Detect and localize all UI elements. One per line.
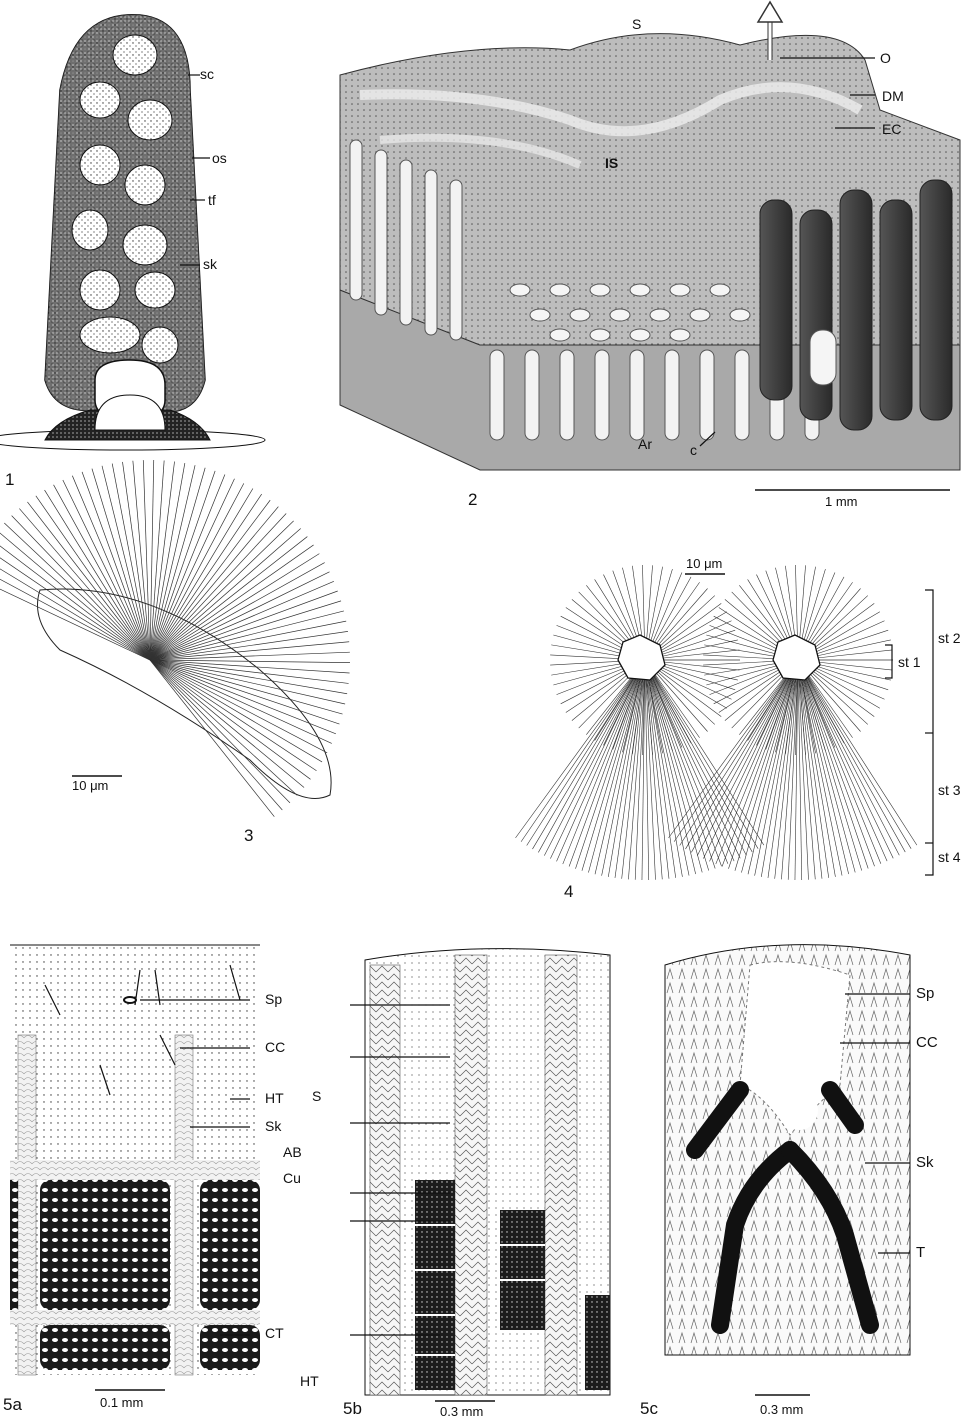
label-Ar: Ar (638, 436, 652, 452)
stage-st4: st 4 (938, 849, 961, 865)
label-sc: sc (200, 66, 214, 82)
fibre-line (645, 660, 715, 869)
panel-number-4: 4 (564, 882, 573, 902)
label-S: S (632, 16, 641, 32)
scale-label-10um-4: 10 μm (686, 556, 722, 571)
scale-label-5c: 0.3 mm (760, 1402, 803, 1417)
label-tf: tf (208, 192, 216, 208)
fibre-line (703, 660, 798, 859)
figure-panel-5b: 5b 0.3 mm (340, 925, 630, 1427)
fibre-line (798, 660, 917, 845)
label-HT-5a: HT (265, 1090, 284, 1106)
fibre-line (602, 660, 645, 876)
figure-panel-3: 10 μm 3 (0, 560, 400, 860)
figure-panel-5c: Sp CC Sk T 5c 0.3 mm (640, 925, 965, 1427)
label-Sp-5c: Sp (916, 985, 934, 1002)
stage-st3: st 3 (938, 782, 961, 798)
fibre-line (557, 660, 645, 861)
fibre-line (710, 660, 798, 861)
label-EC: EC (882, 121, 901, 137)
fibre-line (798, 660, 868, 869)
label-Sk-5a: Sk (265, 1118, 281, 1134)
label-CC-5a: CC (265, 1039, 285, 1055)
figure-panel-4: 10 μm st 1 st 2 st 3 st 4 4 (540, 560, 965, 910)
fibre-line (697, 660, 798, 856)
label-os: os (212, 150, 227, 166)
label-CT-5a: CT (265, 1325, 284, 1341)
label-HT-5b: HT (300, 1373, 319, 1389)
fibre-line (575, 660, 645, 869)
panel-number-5a: 5a (3, 1395, 22, 1415)
fibre-line (645, 660, 752, 852)
scale-label-1mm: 1 mm (825, 494, 858, 509)
label-T-5c: T (916, 1244, 925, 1261)
fibre-line (798, 660, 905, 852)
fibre-line (798, 660, 911, 849)
label-S-5b: S (312, 1088, 321, 1104)
scale-label-5b: 0.3 mm (440, 1404, 483, 1419)
fibre-line (755, 660, 798, 876)
fibre-line (150, 514, 286, 660)
label-Sk-5c: Sk (916, 1154, 934, 1171)
fibre-line (645, 660, 689, 876)
fibre-line (728, 660, 798, 869)
figure-panel-2: S O DM EC IS Ar c 1 mm 2 (320, 0, 965, 520)
fibre-line (550, 660, 645, 859)
panel-number-1: 1 (5, 470, 14, 490)
fibre-line (582, 660, 645, 871)
label-sk: sk (203, 256, 217, 272)
fibre-line (150, 521, 294, 660)
stage-st1: st 1 (898, 654, 921, 670)
label-DM: DM (882, 88, 904, 104)
label-O: O (880, 50, 891, 66)
section-5b-drawing (340, 925, 630, 1427)
sponge-section-illustration (0, 0, 270, 490)
fibre-line (527, 660, 645, 845)
fibre-line (516, 660, 645, 838)
panel-number-5b: 5b (343, 1399, 362, 1419)
scale-label-10um-3: 10 μm (72, 778, 108, 793)
label-CC-5c: CC (916, 1034, 938, 1051)
panel-number-2: 2 (468, 490, 477, 510)
figure-panel-1: sc os tf sk 1 (0, 0, 270, 490)
fibre-line (569, 660, 645, 866)
fibre-line (645, 660, 682, 877)
fibre-line (798, 660, 835, 877)
label-IS: IS (605, 155, 618, 171)
fibre-line (798, 660, 899, 855)
fibre-line (544, 660, 645, 856)
fibre-line (680, 660, 798, 845)
double-spherulite-drawing (540, 560, 965, 910)
fibre-line (722, 660, 798, 866)
scale-label-5a: 0.1 mm (100, 1395, 143, 1410)
fibre-line (798, 660, 829, 878)
panel-number-3: 3 (244, 826, 253, 846)
fibre-line (735, 660, 798, 871)
label-Cu-5b: Cu (283, 1170, 301, 1186)
label-c: c (690, 442, 697, 458)
panel-number-5c: 5c (640, 1399, 658, 1419)
label-Sp-5a: Sp (265, 991, 282, 1007)
fibre-line (798, 660, 893, 858)
fibre-line (645, 660, 758, 849)
fibre-line (798, 660, 842, 876)
label-AB-5b: AB (283, 1144, 302, 1160)
stage-st2: st 2 (938, 630, 961, 646)
spherulite-fan-drawing (0, 560, 400, 860)
fibre-line (645, 660, 676, 878)
